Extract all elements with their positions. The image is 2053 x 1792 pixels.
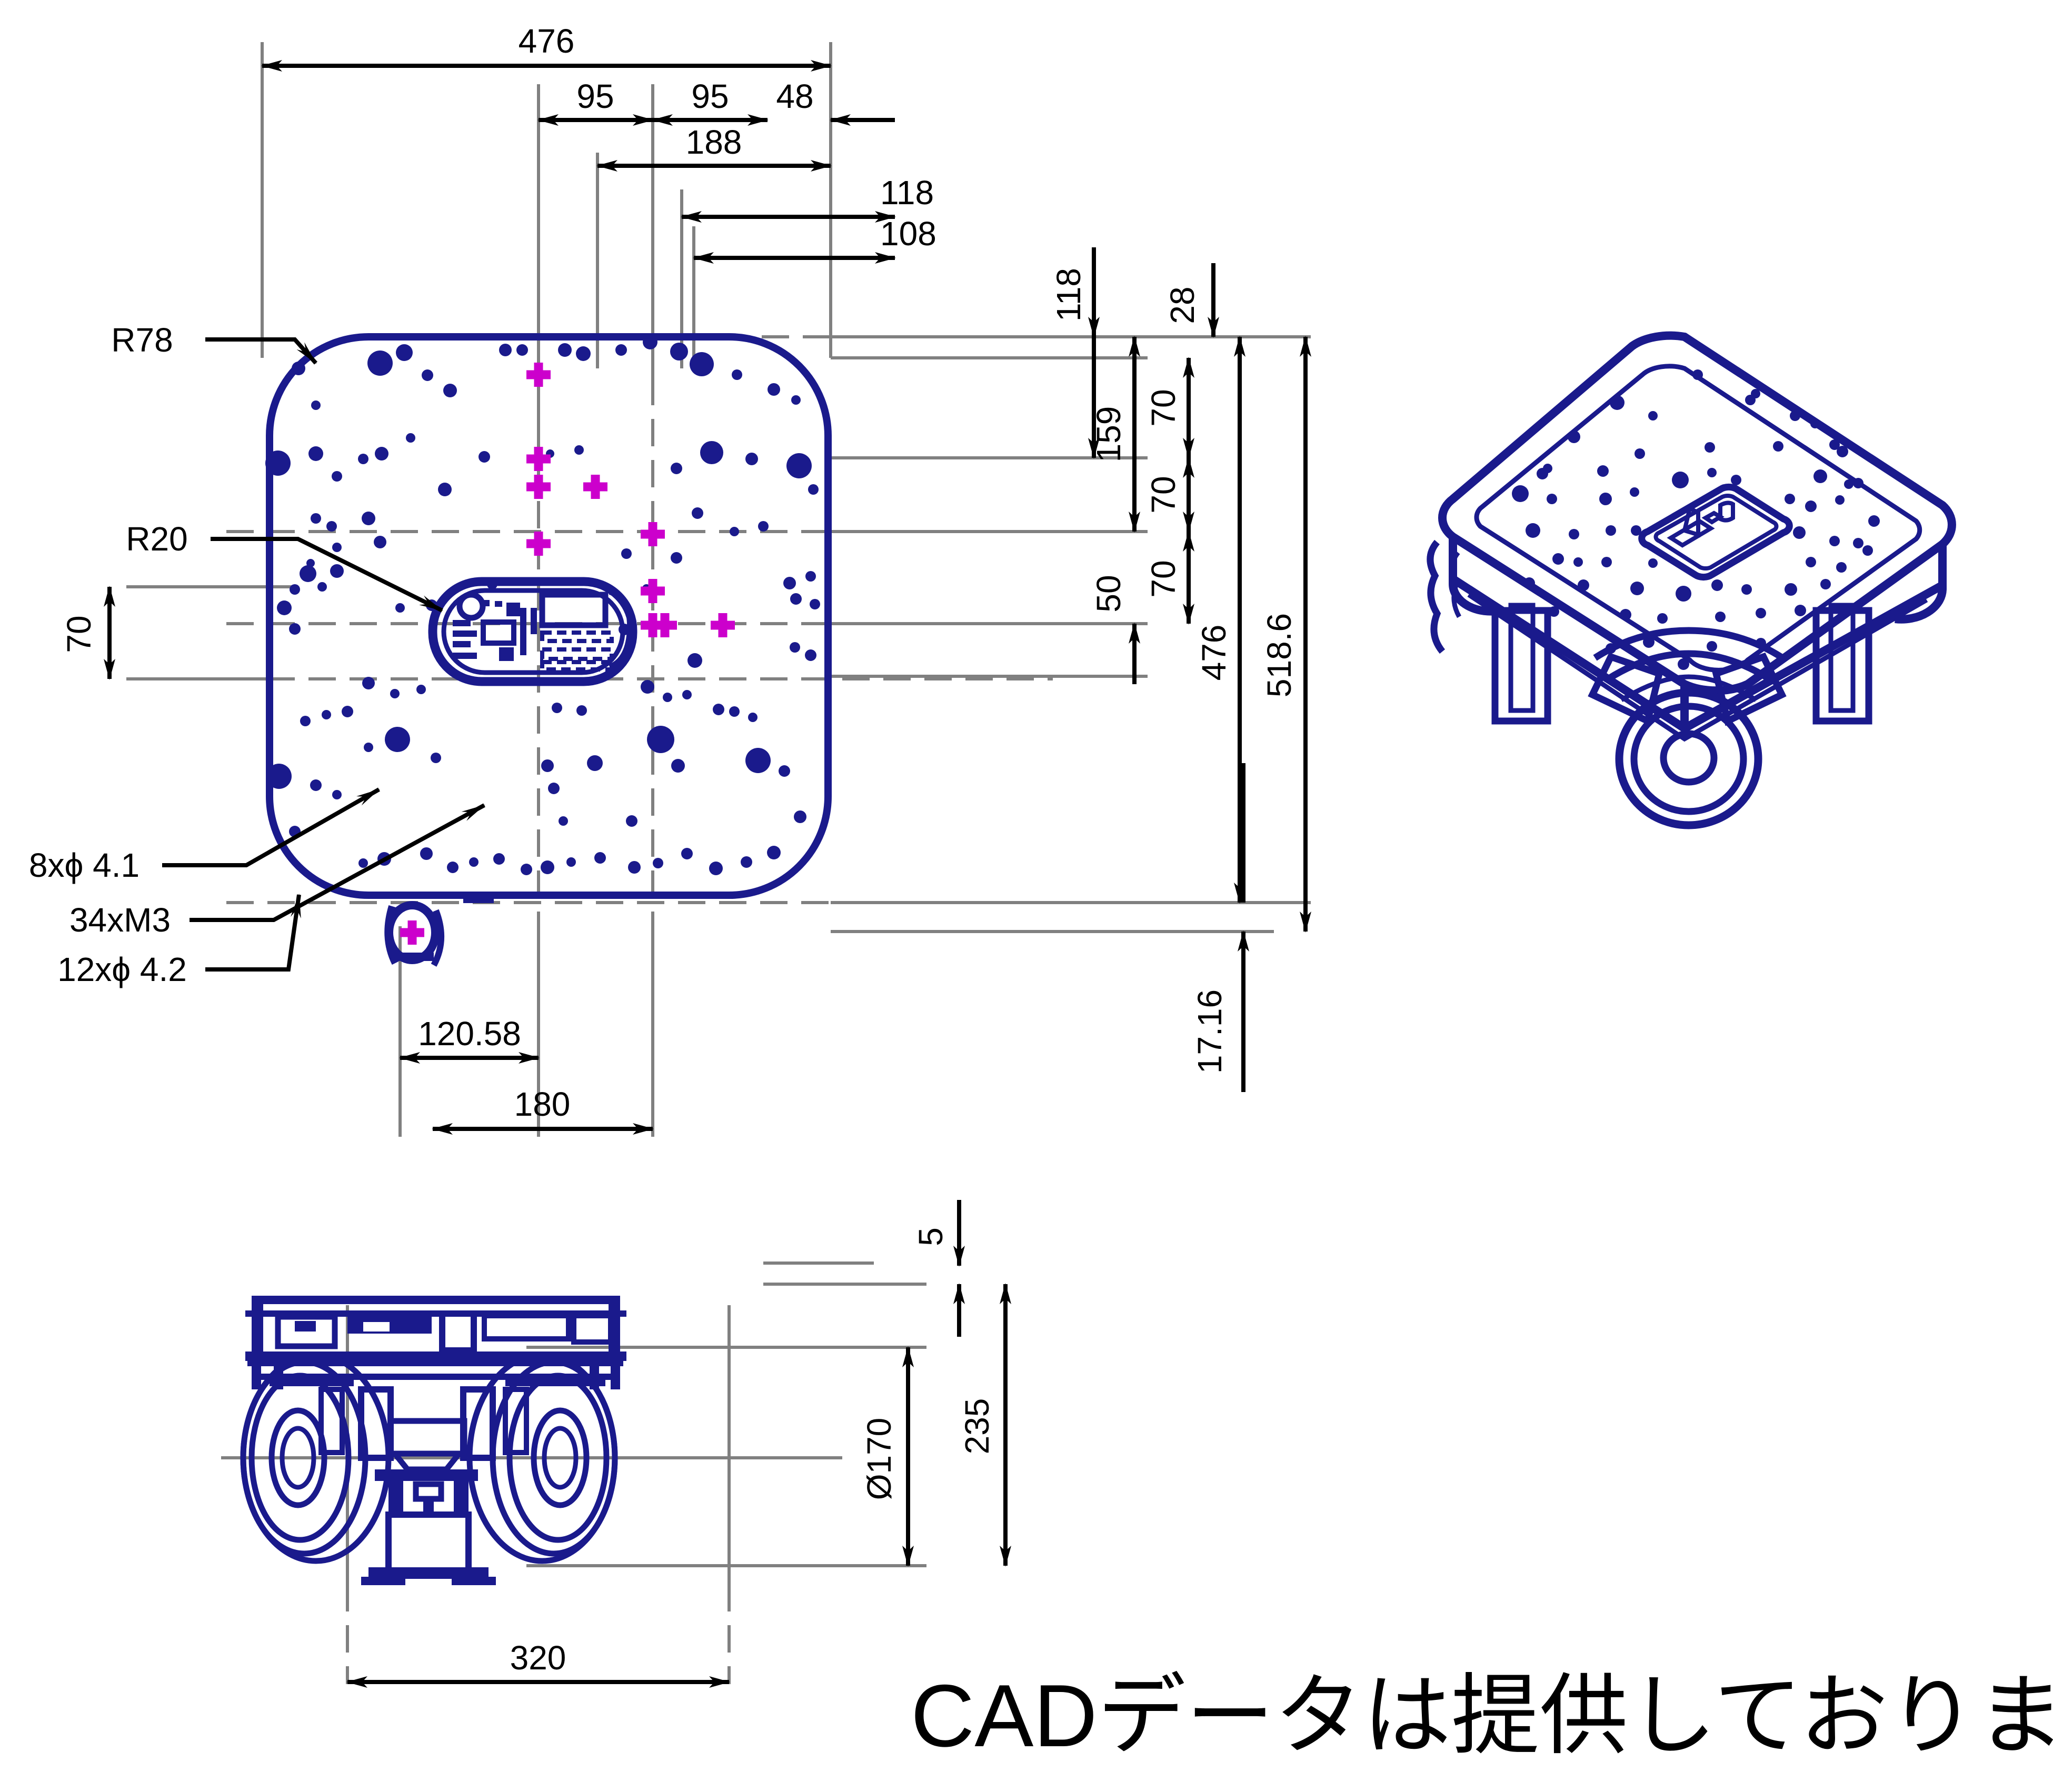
dim-overall-height-label: 235 xyxy=(958,1398,996,1455)
dim-edge-offset-label: 48 xyxy=(776,77,813,115)
callout-holes-4-2-label: 12xϕ 4.2 xyxy=(57,950,187,988)
top-view-caster xyxy=(384,892,494,967)
dim-span-118-label: 118 xyxy=(880,174,934,212)
dim-wheel-diameter: Ø170 xyxy=(860,1346,914,1567)
dim-deck-thickness-label: 5 xyxy=(912,1227,950,1246)
dim-span-108: 108 xyxy=(693,215,936,264)
dim-total-depth: 518.6 xyxy=(1260,336,1311,933)
top-view-body-outline xyxy=(266,333,832,899)
dim-offset-28: 28 xyxy=(1163,263,1219,338)
dim-overall-depth-label: 476 xyxy=(1195,625,1233,681)
top-view-pcb-module xyxy=(428,577,637,686)
cad-data-note: CADデータは提供しておりません xyxy=(911,1666,2053,1765)
callout-holes-4-1: 8xϕ 4.1 xyxy=(29,787,380,884)
dim-pitch-70-b: 70 xyxy=(1144,457,1194,533)
dim-wheel-track: 320 xyxy=(346,1639,730,1688)
front-view-dimensions: 5 Ø170 235 320 xyxy=(346,1200,1011,1688)
callout-threads-m3-label: 34xM3 xyxy=(69,901,171,939)
callout-holes-4-1-label: 8xϕ 4.1 xyxy=(29,846,139,884)
dim-pitch-70-c: 70 xyxy=(1144,530,1194,625)
top-view xyxy=(126,42,1311,1137)
dim-pitch-70-a: 70 xyxy=(1144,357,1194,459)
callout-R20-label: R20 xyxy=(126,520,187,558)
dim-caster-protrusion: 17.16 xyxy=(1191,763,1249,1092)
dim-span-118: 118 xyxy=(681,174,934,223)
dim-overall-depth: 476 xyxy=(1195,336,1245,904)
dim-span-159-label: 159 xyxy=(1090,406,1128,463)
isometric-top-module xyxy=(1638,483,1793,581)
callout-threads-m3: 34xM3 xyxy=(69,803,485,939)
dim-hole-pitch-2: 95 xyxy=(652,77,769,126)
isometric-view xyxy=(1427,331,1956,829)
dim-span-50: 50 xyxy=(1090,575,1140,684)
dim-pitch-70-c-label: 70 xyxy=(1144,560,1182,597)
top-view-hole-pattern xyxy=(265,335,820,875)
dim-caster-protrusion-label: 17.16 xyxy=(1191,989,1229,1074)
dim-pitch-70-b-label: 70 xyxy=(1144,476,1182,513)
isometric-hole-pattern xyxy=(1512,369,1880,670)
dim-total-depth-label: 518.6 xyxy=(1260,613,1298,697)
dim-edge-offset: 48 xyxy=(776,77,895,126)
dim-hole-pitch-1-label: 95 xyxy=(576,77,614,115)
callout-holes-4-2: 12xϕ 4.2 xyxy=(57,894,301,988)
dim-span-50-label: 50 xyxy=(1090,575,1128,612)
dim-wheel-diameter-label: Ø170 xyxy=(860,1418,898,1500)
dim-wheel-track-label: 320 xyxy=(510,1639,566,1677)
dim-top-offset-118-label: 118 xyxy=(1050,268,1088,322)
dim-caster-offset: 120.58 xyxy=(399,1015,540,1064)
dim-caster-offset-label: 120.58 xyxy=(418,1015,521,1053)
dim-overall-width-label: 476 xyxy=(519,22,575,60)
front-view xyxy=(221,1262,926,1684)
dim-left-pitch-70-label: 70 xyxy=(60,615,98,653)
dim-hole-pitch-1: 95 xyxy=(537,77,654,126)
front-view-extension-dashed xyxy=(346,1584,731,1684)
dim-left-pitch-70: 70 xyxy=(60,586,115,680)
dim-caster-span: 180 xyxy=(432,1085,654,1135)
dim-overall-width: 476 xyxy=(261,22,832,72)
dim-pitch-70-a-label: 70 xyxy=(1144,389,1182,426)
top-view-callouts: R78 R20 8xϕ 4.1 34xM3 12xϕ 4.2 xyxy=(29,321,485,988)
dim-hole-pitch-2-label: 95 xyxy=(691,77,729,115)
dim-offset-28-label: 28 xyxy=(1163,286,1201,324)
callout-R78-label: R78 xyxy=(111,321,173,359)
isometric-legs-and-wheels xyxy=(1427,539,1872,829)
dim-overall-height: 235 xyxy=(958,1283,1011,1567)
callout-R20: R20 xyxy=(126,520,443,613)
callout-R78: R78 xyxy=(111,321,317,365)
dim-caster-span-label: 180 xyxy=(514,1085,571,1123)
dim-span-159: 159 xyxy=(1090,336,1140,533)
dim-span-188-label: 188 xyxy=(686,123,742,161)
dim-top-offset-118: 118 xyxy=(1050,247,1100,459)
top-view-dimensions: 476 95 95 48 188 118 108 xyxy=(60,22,1311,1135)
dim-span-108-label: 108 xyxy=(880,215,936,253)
dim-span-188: 188 xyxy=(596,123,832,172)
top-view-hole-markers xyxy=(400,363,735,945)
dim-deck-thickness: 5 xyxy=(912,1200,965,1337)
